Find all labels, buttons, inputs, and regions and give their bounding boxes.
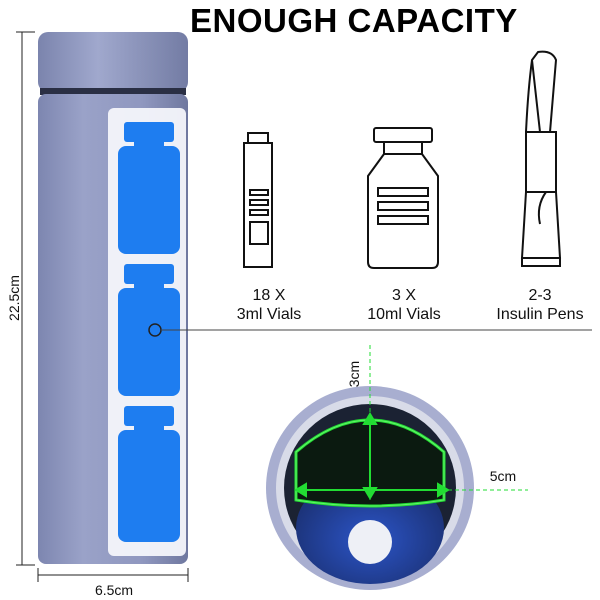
small-vials-name: 3ml Vials: [236, 306, 302, 323]
small-vial-icon: [243, 132, 273, 268]
depth-label: 3cm: [346, 360, 362, 388]
callout-line: [148, 323, 592, 337]
insulin-pens-count: 2-3: [528, 287, 552, 304]
large-vial-icon: [367, 127, 439, 269]
label-large-vials: 3 X 10ml Vials: [344, 286, 464, 324]
large-vials-count: 3 X: [391, 287, 416, 304]
height-label: 22.5cm: [6, 275, 22, 321]
small-vials-count: 18 X: [252, 287, 286, 304]
insulin-pen-icon: [520, 50, 562, 267]
cup-top-view: [266, 386, 474, 590]
page-title: ENOUGH CAPACITY: [190, 2, 518, 39]
vial-bottom: [118, 406, 180, 542]
width-label: 6.5cm: [94, 582, 134, 598]
insulin-pens-name: Insulin Pens: [496, 306, 584, 323]
label-small-vials: 18 X 3ml Vials: [214, 286, 324, 324]
height-dimension-line: [16, 31, 35, 566]
vial-stack: [118, 122, 180, 542]
vial-top: [118, 122, 180, 254]
width-dimension-line: [37, 568, 189, 582]
opening-label: 5cm: [489, 468, 517, 484]
label-insulin-pens: 2-3 Insulin Pens: [482, 286, 598, 324]
measure-lines: [294, 345, 528, 500]
vial-middle: [118, 264, 180, 396]
large-vials-name: 10ml Vials: [367, 306, 441, 323]
